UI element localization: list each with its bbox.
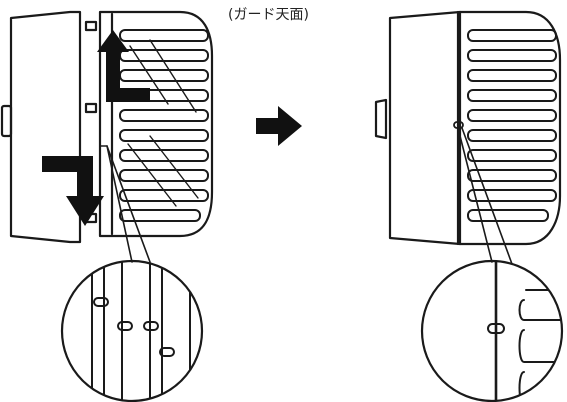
left-guard-slots xyxy=(119,29,209,222)
right-guard-slots xyxy=(467,29,557,222)
left-magnifier xyxy=(60,259,204,402)
right-magnifier xyxy=(420,259,564,402)
down-turn-arrow-icon xyxy=(42,156,104,226)
right-arrow-icon xyxy=(256,106,302,146)
guard-top-caption: (ガード天面) xyxy=(228,7,309,23)
right-fan xyxy=(374,10,562,265)
up-turn-arrow-icon xyxy=(97,30,150,102)
left-blades xyxy=(127,39,199,207)
